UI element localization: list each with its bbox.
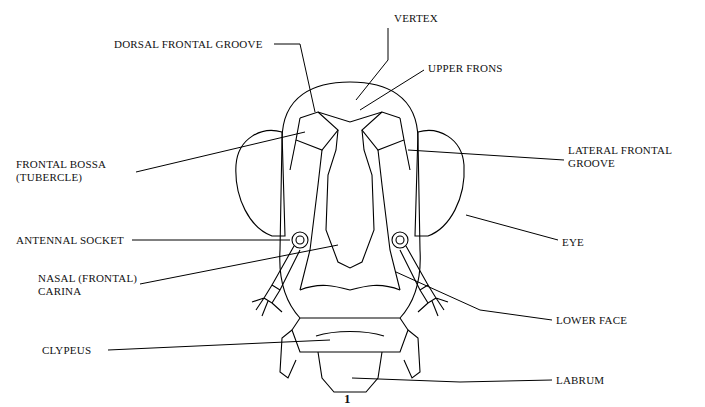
leader-line bbox=[132, 240, 290, 241]
lower-face-margin bbox=[300, 285, 400, 290]
part-label: EYE bbox=[562, 236, 622, 249]
part-label: CLYPEUS bbox=[42, 344, 112, 357]
leader-line bbox=[136, 132, 305, 172]
part-label: ANTENNAL SOCKET bbox=[16, 234, 134, 247]
lower-face-suture bbox=[378, 150, 400, 290]
part-label: FRONTAL BOSSA (TUBERCLE) bbox=[16, 158, 134, 184]
mouthpart bbox=[280, 330, 296, 378]
labrum bbox=[318, 352, 382, 392]
antennal-socket bbox=[296, 236, 304, 244]
leader-line bbox=[108, 340, 330, 350]
leader-line bbox=[466, 215, 558, 240]
frontal-bossa-right bbox=[362, 112, 404, 150]
antenna bbox=[400, 246, 448, 316]
leader-lines bbox=[108, 28, 564, 382]
part-label: UPPER FRONS bbox=[428, 62, 528, 75]
antennal-socket bbox=[292, 232, 308, 248]
clypeus-line bbox=[316, 332, 384, 337]
lateral-frontal-groove bbox=[290, 140, 296, 170]
part-label: LOWER FACE bbox=[556, 314, 656, 327]
figure-number: 1 bbox=[344, 392, 364, 405]
head-capsule bbox=[280, 82, 421, 318]
frontal-bossa-left bbox=[296, 112, 338, 150]
leader-line bbox=[408, 150, 564, 160]
antennal-socket bbox=[392, 232, 408, 248]
part-label: LABRUM bbox=[556, 374, 636, 387]
part-label: NASAL (FRONTAL) CARINA bbox=[38, 272, 142, 298]
clypeus bbox=[292, 318, 408, 352]
leader-line bbox=[140, 245, 338, 284]
leader-line bbox=[356, 28, 388, 100]
lower-face-suture bbox=[300, 150, 322, 290]
part-label: VERTEX bbox=[394, 12, 474, 25]
leader-line bbox=[274, 44, 315, 112]
part-label: LATERAL FRONTAL GROOVE bbox=[568, 144, 688, 170]
antenna bbox=[252, 246, 300, 316]
antennal-socket bbox=[396, 236, 404, 244]
lateral-frontal-groove bbox=[404, 140, 410, 170]
leader-line bbox=[352, 378, 552, 382]
leader-line bbox=[360, 70, 424, 110]
leader-line bbox=[396, 272, 552, 320]
right-eye bbox=[415, 130, 464, 236]
mouthpart bbox=[404, 330, 420, 378]
nasal-carina bbox=[326, 130, 374, 268]
dorsal-frontal-groove bbox=[300, 112, 400, 122]
part-label: DORSAL FRONTAL GROOVE bbox=[114, 38, 274, 51]
